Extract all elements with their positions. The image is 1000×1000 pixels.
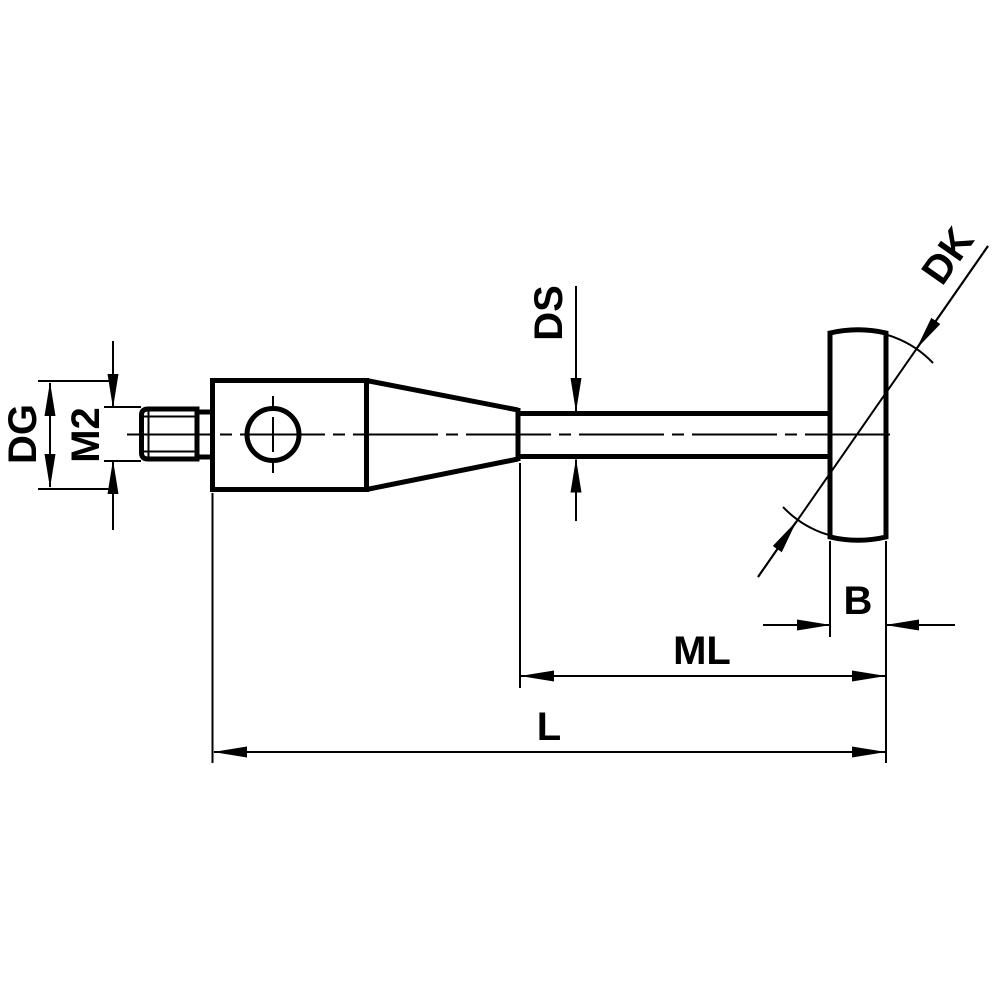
dimension-DK [757,245,989,578]
dimension-B [763,541,955,763]
DS-label: DS [527,285,571,341]
DK-extension-arc-lower [782,506,868,541]
dimension-M2 [104,341,141,530]
stem-shaft [516,411,832,459]
dimension-L [211,493,886,763]
DG-label: DG [1,404,45,464]
DK-extension-arc-upper [848,329,934,364]
DK-label: DK [913,220,982,293]
DK-arrow-upper [916,245,989,349]
dimension-DG [38,380,116,490]
L-label: L [537,705,561,749]
B-label: B [844,579,873,623]
ML-label: ML [673,629,731,673]
DK-arrow-lower [757,521,797,578]
dimension-ML [519,463,886,688]
M2-label: M2 [64,407,108,463]
